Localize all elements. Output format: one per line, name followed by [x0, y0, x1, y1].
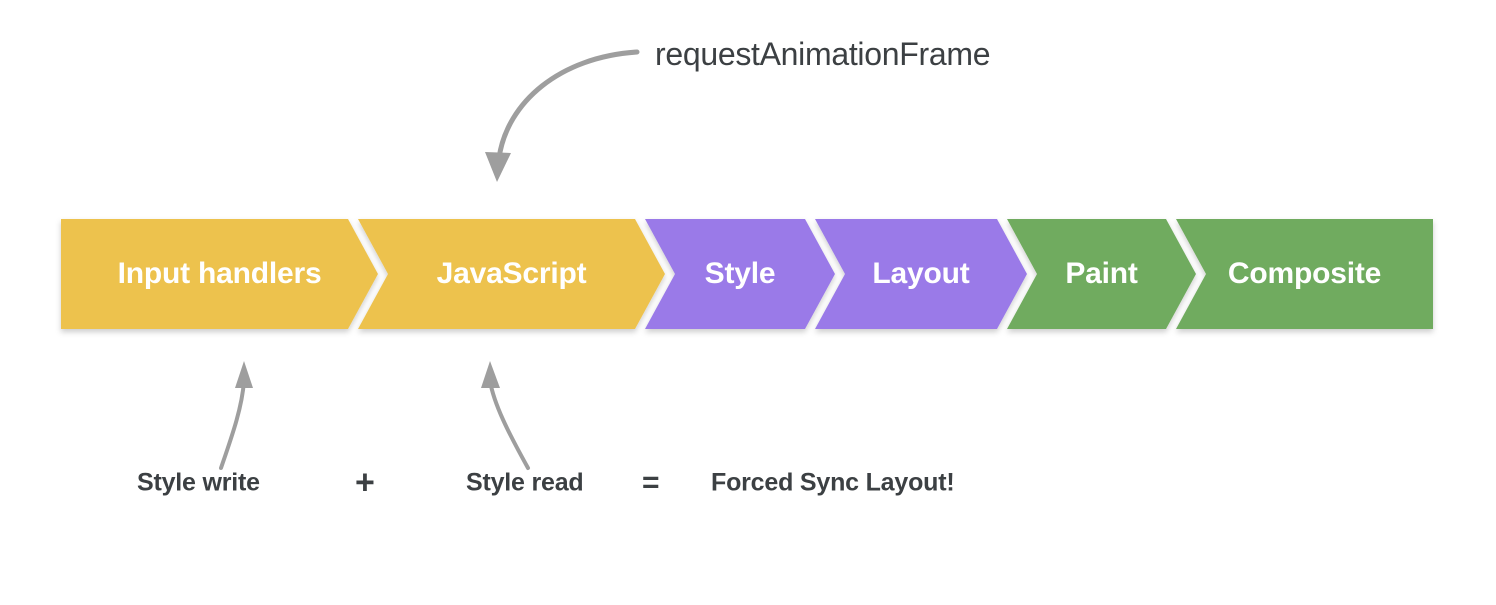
raf-arrow: [485, 49, 640, 182]
stage-label-composite: Composite: [1227, 257, 1382, 290]
segment-layout: [815, 219, 1027, 329]
segment-paint: [1007, 219, 1196, 329]
pipeline-stage-labels: Input handlers JavaScript Style Layout P…: [61, 219, 1433, 329]
pipeline-shapes: [61, 219, 1433, 329]
request-animation-frame-label: requestAnimationFrame: [655, 36, 991, 72]
segment-composite: [1176, 219, 1433, 329]
plus-operator: +: [355, 463, 375, 502]
stage-label-style: Style: [704, 257, 776, 290]
style-read-label: Style read: [466, 468, 584, 497]
style-write-arrow: [219, 361, 253, 470]
segment-input-handlers: [61, 219, 378, 329]
style-read-arrow: [481, 361, 530, 470]
segment-style: [645, 219, 835, 329]
forced-sync-layout-label: Forced Sync Layout!: [711, 468, 955, 497]
style-write-label: Style write: [137, 468, 260, 497]
stage-label-input-handlers: Input handlers: [117, 257, 322, 290]
stage-label-layout: Layout: [872, 257, 970, 290]
equals-operator: =: [642, 466, 660, 499]
segment-javascript: [358, 219, 665, 329]
stage-label-javascript: JavaScript: [436, 257, 587, 290]
pipeline-bar: Input handlers JavaScript Style Layout P…: [61, 219, 1433, 329]
stage-label-paint: Paint: [1065, 257, 1138, 290]
pipeline-segments: [61, 219, 1433, 329]
